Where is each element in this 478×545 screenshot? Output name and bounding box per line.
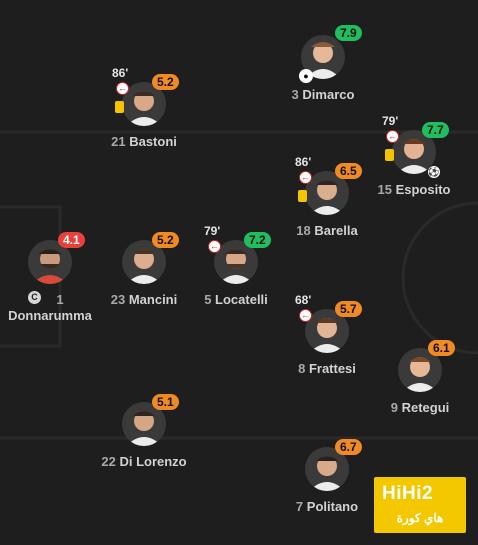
- player-label: 5 Locatelli: [204, 292, 268, 307]
- player-label: 7 Politano: [295, 499, 359, 514]
- rating-badge: 7.9: [335, 25, 362, 41]
- rating-badge: 7.2: [244, 232, 271, 248]
- sub-minute: 86': [295, 155, 312, 169]
- watermark-subtitle: هاي كورة: [396, 511, 444, 525]
- rating-badge: 5.2: [152, 74, 179, 90]
- rating-badge: 6.1: [428, 340, 455, 356]
- sub-minute: 79': [382, 114, 399, 128]
- rating-badge: 4.1: [58, 232, 85, 248]
- captain-icon: C: [28, 291, 41, 304]
- player-label: 3 Dimarco: [291, 87, 355, 102]
- player-label: 18 Barella: [296, 223, 358, 238]
- rating-badge: 5.7: [335, 301, 362, 317]
- player-label: 9 Retegui: [390, 400, 450, 415]
- rating-badge: 6.5: [335, 163, 362, 179]
- rating-badge: 5.2: [152, 232, 179, 248]
- yellow-card-icon: [385, 149, 394, 161]
- player-photo: [305, 447, 349, 491]
- player-photo: [122, 82, 166, 126]
- sub-out-icon: ←: [299, 171, 312, 184]
- sub-minute: 79': [204, 224, 221, 238]
- rating-badge: 7.7: [422, 122, 449, 138]
- rating-badge: 5.1: [152, 394, 179, 410]
- player-label: 8 Frattesi: [298, 361, 356, 376]
- player-name-label: Donnarumma: [8, 308, 92, 323]
- player-photo: [122, 240, 166, 284]
- boot-icon: ●: [299, 69, 313, 83]
- sub-minute: 86': [112, 66, 129, 80]
- sub-out-icon: ←: [116, 82, 129, 95]
- sub-out-icon: ←: [208, 240, 221, 253]
- yellow-card-icon: [298, 190, 307, 202]
- player-label: 23 Mancini: [110, 292, 178, 307]
- player-photo: [122, 402, 166, 446]
- sub-out-icon: ←: [386, 130, 399, 143]
- player-number-label: 1: [56, 292, 64, 307]
- rating-badge: 6.7: [335, 439, 362, 455]
- yellow-card-icon: [115, 101, 124, 113]
- player-label: 21 Bastoni: [111, 134, 177, 149]
- sub-minute: 68': [295, 293, 312, 307]
- watermark-logo: HiHi2 هاي كورة: [374, 477, 466, 533]
- player-label: 15 Esposito: [377, 182, 451, 197]
- goal-ball-icon: ⚽: [428, 166, 440, 178]
- player-label: 22 Di Lorenzo: [101, 454, 187, 469]
- player-photo: [305, 171, 349, 215]
- watermark-brand: HiHi2: [382, 483, 434, 504]
- sub-out-icon: ←: [299, 309, 312, 322]
